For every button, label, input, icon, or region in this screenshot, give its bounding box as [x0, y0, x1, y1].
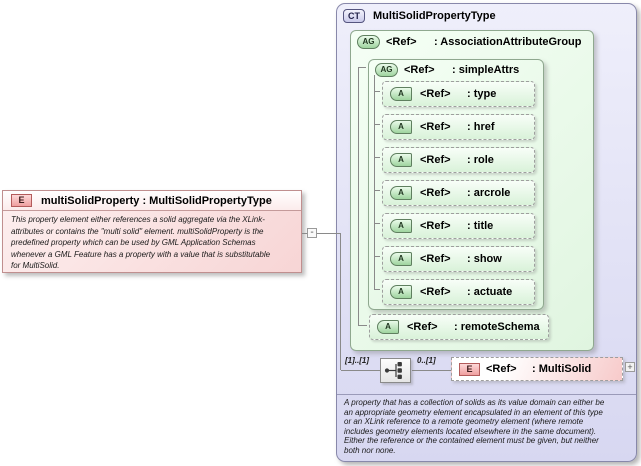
- attribute-row-remoteSchema[interactable]: A <Ref> : remoteSchema: [369, 314, 549, 340]
- attribute-name: : remoteSchema: [454, 321, 540, 333]
- attribute-stub-line: [374, 124, 380, 125]
- attribute-name: : role: [467, 154, 494, 166]
- attribute-name: : show: [467, 253, 502, 265]
- connector-line: [302, 233, 307, 234]
- ref-label: <Ref>: [420, 154, 451, 166]
- element-icon: E: [459, 362, 480, 376]
- connector-line: [317, 233, 341, 234]
- attribute-name: : actuate: [467, 286, 513, 298]
- element-icon: E: [11, 194, 32, 207]
- element-box-MultiSolid[interactable]: E <Ref> : MultiSolid: [451, 357, 623, 381]
- attribute-icon: A: [390, 87, 412, 101]
- attribute-icon: A: [390, 153, 412, 167]
- attribute-stub-line: [374, 157, 380, 158]
- attribute-name: : type: [467, 88, 497, 100]
- simple-attrs-name: : simpleAttrs: [452, 64, 520, 76]
- attribute-icon: A: [390, 252, 412, 266]
- attribute-row-title[interactable]: A <Ref> : title: [382, 213, 535, 239]
- ref-label: <Ref>: [420, 121, 451, 133]
- attribute-row-role[interactable]: A <Ref> : role: [382, 147, 535, 173]
- cardinality-label-left: [1]..[1]: [345, 356, 369, 365]
- attribute-name: : arcrole: [467, 187, 511, 199]
- element-title: multiSolidProperty : MultiSolidPropertyT…: [41, 194, 272, 207]
- documentation-divider: [337, 394, 636, 395]
- element-documentation: This property element either references …: [3, 211, 301, 272]
- attribute-row-actuate[interactable]: A <Ref> : actuate: [382, 279, 535, 305]
- attribute-icon: A: [390, 285, 412, 299]
- cardinality-label-right: 0..[1]: [417, 356, 436, 365]
- sequence-glyph: [384, 362, 402, 379]
- attribute-row-href[interactable]: A <Ref> : href: [382, 114, 535, 140]
- element-title-row: E multiSolidProperty : MultiSolidPropert…: [3, 191, 301, 211]
- attribute-row-type[interactable]: A <Ref> : type: [382, 81, 535, 107]
- association-group-name: : AssociationAttributeGroup: [434, 36, 582, 48]
- attribute-icon: A: [390, 120, 412, 134]
- simple-attrs-header: AG <Ref> : simpleAttrs: [375, 63, 519, 77]
- ref-label: <Ref>: [404, 64, 435, 76]
- attribute-name: : href: [467, 121, 495, 133]
- ref-label: <Ref>: [420, 187, 451, 199]
- ref-label: <Ref>: [486, 363, 517, 375]
- attribute-row-show[interactable]: A <Ref> : show: [382, 246, 535, 272]
- ref-label: <Ref>: [407, 321, 438, 333]
- complex-type-box[interactable]: CT MultiSolidPropertyType AG <Ref> : Ass…: [336, 3, 637, 462]
- group-trunk-line: [358, 67, 359, 325]
- collapse-button[interactable]: -: [307, 228, 317, 238]
- attribute-icon: A: [390, 219, 412, 233]
- referenced-element-name: : MultiSolid: [532, 363, 592, 375]
- attribute-stub-line: [374, 289, 380, 290]
- attribute-group-simpleAttrs[interactable]: AG <Ref> : simpleAttrs A <Ref> : type A …: [368, 59, 544, 310]
- ref-label: <Ref>: [420, 286, 451, 298]
- complex-type-icon: CT: [343, 9, 365, 23]
- sequence-compositor-icon[interactable]: [380, 358, 411, 383]
- ref-label: <Ref>: [420, 253, 451, 265]
- ref-label: <Ref>: [420, 88, 451, 100]
- attribute-icon: A: [390, 186, 412, 200]
- complex-type-title: MultiSolidPropertyType: [373, 10, 496, 22]
- attribute-icon: A: [377, 320, 399, 334]
- attribute-trunk-line: [374, 75, 375, 289]
- attribute-stub-line: [374, 190, 380, 191]
- attribute-row-arcrole[interactable]: A <Ref> : arcrole: [382, 180, 535, 206]
- ref-label: <Ref>: [386, 36, 417, 48]
- group-stub-line: [358, 67, 366, 68]
- complex-type-documentation: A property that has a collection of soli…: [344, 398, 605, 455]
- group-stub-line: [358, 325, 367, 326]
- attribute-group-icon: AG: [375, 63, 398, 77]
- ref-label: <Ref>: [420, 220, 451, 232]
- attribute-stub-line: [374, 91, 380, 92]
- attribute-stub-line: [374, 223, 380, 224]
- attribute-stub-line: [374, 256, 380, 257]
- attribute-name: : title: [467, 220, 494, 232]
- expand-button[interactable]: +: [625, 362, 635, 372]
- connector-trunk-line: [340, 233, 341, 370]
- element-box-multiSolidProperty[interactable]: E multiSolidProperty : MultiSolidPropert…: [2, 190, 302, 273]
- attribute-group-association[interactable]: AG <Ref> : AssociationAttributeGroup AG …: [350, 30, 594, 351]
- connector-line: [412, 370, 451, 371]
- attribute-group-icon: AG: [357, 35, 380, 49]
- association-group-header: AG <Ref> : AssociationAttributeGroup: [357, 35, 581, 49]
- connector-line: [341, 370, 380, 371]
- complex-type-header: CT MultiSolidPropertyType: [343, 9, 496, 23]
